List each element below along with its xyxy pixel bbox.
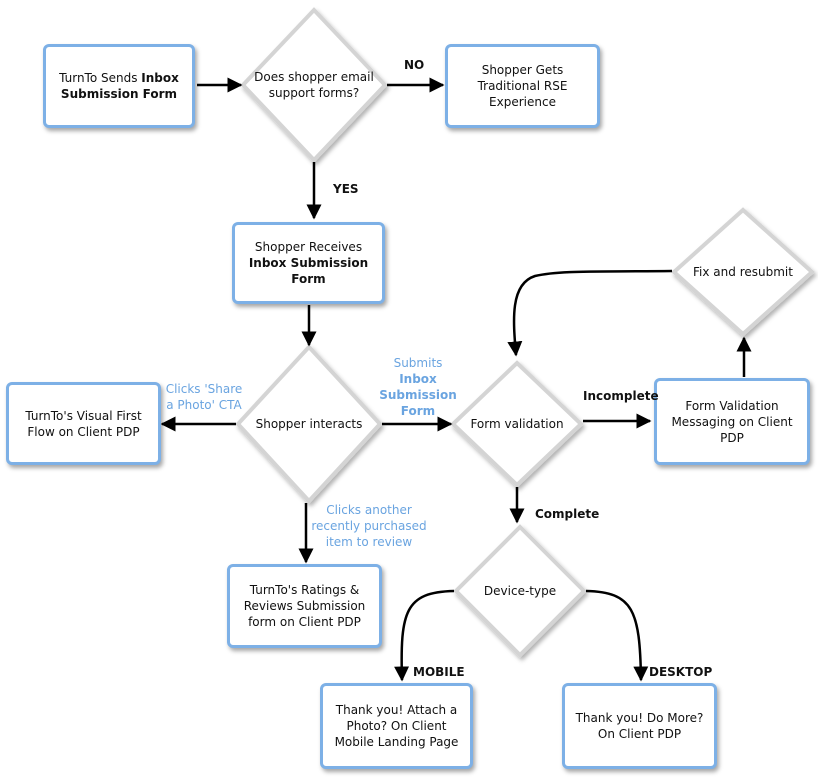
edge-label-incomplete: Incomplete	[583, 389, 659, 403]
edge-label-submits-line1: Submits	[393, 356, 443, 370]
edge-label-clicks-share-line1: Clicks 'Share	[165, 382, 243, 396]
edge-label-submits-line4: Form	[400, 404, 436, 418]
edge-label-submits: Submits Inbox Submission Form	[378, 355, 458, 419]
node-thank-you-mobile-text: Thank you! Attach a Photo? On Client Mob…	[334, 703, 459, 749]
node-shopper-receives-text: Shopper Receives	[254, 240, 363, 254]
arrow-mobile	[394, 589, 455, 682]
node-thank-you-desktop: Thank you! Do More? On Client PDP	[562, 683, 717, 769]
node-visual-first: TurnTo's Visual First Flow on Client PDP	[6, 382, 161, 465]
edge-label-desktop: DESKTOP	[649, 665, 713, 679]
edge-label-clicks-share: Clicks 'Share a Photo' CTA	[164, 381, 244, 413]
edge-label-clicks-another-line3: item to review	[325, 535, 413, 549]
node-thank-you-desktop-text: Thank you! Do More? On Client PDP	[575, 711, 704, 741]
decision-diamond-device-type	[453, 524, 587, 658]
node-thank-you-mobile: Thank you! Attach a Photo? On Client Mob…	[320, 683, 473, 769]
node-shopper-receives: Shopper Receives Inbox Submission Form	[232, 222, 385, 304]
node-validation-messaging-text: Form Validation Messaging on Client PDP	[671, 398, 793, 445]
edge-label-no: NO	[404, 58, 425, 72]
edge-label-clicks-another-line1: Clicks another	[326, 503, 412, 517]
arrow-resubmit-loop	[507, 269, 673, 357]
decision-diamond-shopper-interacts	[235, 344, 383, 504]
edge-label-complete: Complete	[535, 507, 600, 521]
decision-diamond-fix-resubmit	[671, 207, 815, 337]
edge-label-clicks-another: Clicks another recently purchased item t…	[310, 502, 428, 550]
node-turnto-sends-form: TurnTo Sends Inbox Submission Form	[43, 44, 195, 128]
node-turnto-sends-bold: Inbox Submission Form	[60, 71, 179, 101]
node-shopper-receives-bold: Inbox Submission Form	[248, 256, 369, 286]
edge-label-clicks-another-line2: recently purchased	[311, 519, 427, 533]
node-traditional-rse-text: Shopper Gets Traditional RSE Experience	[477, 63, 568, 109]
node-ratings-reviews-text: TurnTo's Ratings & Reviews Submission fo…	[243, 583, 366, 629]
edge-label-submits-line2: Inbox	[399, 372, 437, 386]
node-validation-messaging: Form Validation Messaging on Client PDP	[654, 378, 810, 465]
node-traditional-rse: Shopper Gets Traditional RSE Experience	[445, 44, 600, 128]
edge-label-yes: YES	[333, 182, 359, 196]
node-turnto-sends-text: TurnTo Sends	[59, 71, 142, 85]
edge-label-clicks-share-line2: a Photo' CTA	[166, 398, 242, 412]
node-visual-first-text: TurnTo's Visual First Flow on Client PDP	[25, 408, 142, 439]
arrow-desktop	[585, 589, 649, 682]
node-ratings-reviews: TurnTo's Ratings & Reviews Submission fo…	[227, 564, 382, 648]
edge-label-mobile: MOBILE	[413, 665, 465, 679]
decision-diamond-form-validation	[450, 360, 584, 488]
edge-label-submits-line3: Submission	[379, 388, 457, 402]
decision-diamond-email-support	[240, 7, 388, 163]
